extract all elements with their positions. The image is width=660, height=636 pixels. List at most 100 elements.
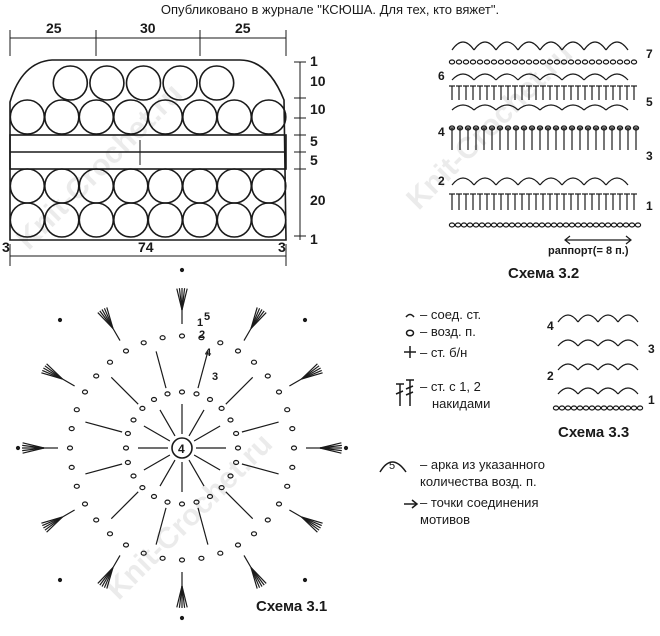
- chain-stitch: [610, 222, 618, 228]
- chain-stitch: [502, 222, 510, 228]
- chain-stitch: [552, 405, 560, 411]
- motif-spoke: [85, 463, 123, 475]
- bag-diagram: [9, 30, 306, 266]
- s32-row-6: 6: [438, 69, 445, 83]
- motif-chain: [130, 473, 137, 479]
- dim-h-2: 10: [310, 73, 326, 89]
- motif-spoke: [289, 378, 302, 387]
- bag-motif-circle: [147, 168, 184, 204]
- chain-stitch: [588, 59, 596, 65]
- chain-stitch: [595, 59, 603, 65]
- motif-chain: [139, 405, 146, 411]
- chain-stitch: [624, 405, 632, 411]
- legend-row-dc: – ст. с 1, 2: [420, 379, 481, 394]
- chain-stitch: [560, 59, 568, 65]
- motif-spoke: [155, 507, 167, 545]
- motif-chain: [124, 459, 132, 466]
- bag-motif-circle: [216, 168, 253, 204]
- arch: [451, 73, 475, 81]
- motif-spoke: [112, 555, 121, 568]
- arch: [473, 104, 497, 111]
- dim-top-2: 30: [140, 20, 156, 36]
- motif-fan-stitch: [41, 516, 63, 524]
- chain-stitch: [512, 125, 520, 131]
- arch: [583, 104, 607, 111]
- chain-stitch: [504, 59, 512, 65]
- chain-stitch: [448, 59, 456, 65]
- motif-chain: [140, 550, 147, 556]
- arch: [451, 177, 475, 186]
- chain-stitch: [448, 222, 456, 228]
- double-crochet-icon: [395, 379, 414, 406]
- motif-chain: [275, 389, 283, 395]
- s31-round-2: 2: [199, 329, 205, 341]
- chain-stitch: [532, 59, 540, 65]
- chain-stitch: [630, 59, 638, 65]
- chain-stitch: [558, 405, 566, 411]
- s32-row-7: 7: [646, 47, 653, 61]
- motif-chain: [217, 340, 224, 346]
- chain-stitch: [520, 222, 528, 228]
- join-point: [179, 615, 185, 621]
- chain-stitch: [567, 59, 575, 65]
- chain-stitch: [508, 222, 516, 228]
- chain-stitch: [570, 405, 578, 411]
- bag-motif-circle: [78, 202, 115, 238]
- chain-stitch: [484, 222, 492, 228]
- motif-fan-stitch: [106, 307, 114, 329]
- motif-fan-stitch: [250, 567, 258, 589]
- s32-title: Схема 3.2: [508, 265, 579, 282]
- motif-chain: [227, 473, 234, 479]
- chain-stitch: [609, 59, 617, 65]
- motif-spoke: [62, 509, 75, 518]
- bag-motif-circle: [9, 99, 46, 135]
- chain-stitch: [564, 405, 572, 411]
- chain-stitch: [622, 222, 630, 228]
- motif-spoke: [188, 459, 205, 487]
- motif-spoke: [112, 328, 121, 341]
- join-point: [57, 317, 63, 323]
- chain-stitch: [483, 59, 491, 65]
- chain-stitch: [496, 125, 504, 131]
- chain-stitch: [514, 222, 522, 228]
- motif-spoke: [193, 454, 221, 471]
- chain-stitch: [556, 222, 564, 228]
- slip-stitch-icon: [405, 313, 415, 318]
- repeat-arrow-head: [564, 235, 571, 245]
- chain-stitch: [456, 125, 464, 131]
- chain-stitch: [454, 222, 462, 228]
- arch: [583, 73, 607, 81]
- chain-stitch: [588, 405, 596, 411]
- motif-chain: [284, 407, 291, 413]
- chain-stitch: [544, 125, 552, 131]
- motif-chain: [66, 445, 74, 451]
- bag-motif-circle: [43, 168, 80, 204]
- motif-fan-stitch: [301, 516, 318, 533]
- arch: [539, 177, 563, 186]
- chain-stitch: [448, 125, 456, 131]
- motif-spoke: [225, 491, 254, 520]
- motif-chain: [218, 405, 225, 411]
- arch: [605, 41, 629, 51]
- chain-stitch: [576, 125, 584, 131]
- motif-chain: [73, 407, 80, 413]
- bag-motif-circle: [250, 202, 287, 238]
- motif-chain: [140, 340, 147, 346]
- bag-motif-circle: [182, 202, 218, 238]
- chain-stitch: [466, 222, 474, 228]
- scheme-3-3: [552, 314, 644, 411]
- s33-row-3: 3: [648, 342, 655, 356]
- bag-motif-circle: [198, 65, 235, 101]
- chain-stitch: [511, 59, 519, 65]
- chain-stitch: [528, 125, 536, 131]
- chain-stitch: [580, 222, 588, 228]
- arch: [517, 41, 541, 51]
- dim-h-5: 5: [310, 152, 318, 168]
- motif-spoke: [241, 421, 279, 433]
- chain-stitch: [488, 125, 496, 131]
- chain-stitch: [553, 59, 561, 65]
- motif-spoke: [62, 378, 75, 387]
- join-point: [302, 317, 308, 323]
- chain-stitch: [594, 405, 602, 411]
- join-point: [302, 577, 308, 583]
